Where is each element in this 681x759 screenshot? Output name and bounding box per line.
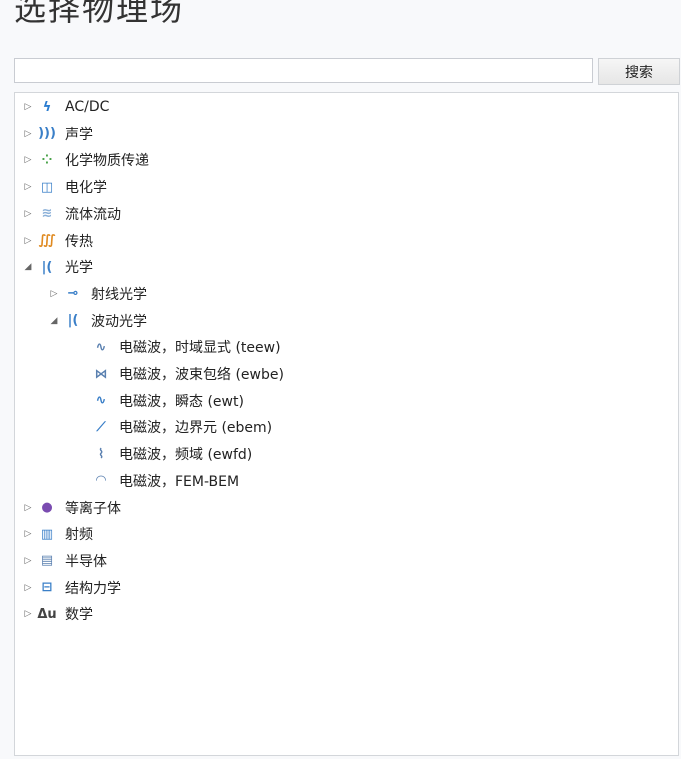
tree-item[interactable]: ▷ ◫ 电化学 [21, 175, 107, 199]
collapsed-arrow-icon[interactable]: ▷ [24, 582, 32, 593]
collapsed-arrow-icon[interactable]: ▷ [24, 102, 32, 112]
tree-item-label: 电磁波，时域显式 (teew) [119, 340, 281, 357]
math-icon: Δu [37, 606, 57, 622]
tree-item-label: 电磁波，瞬态 (ewt) [119, 393, 244, 410]
tree-item[interactable]: ◢ |( 波动光学 [47, 309, 147, 333]
tree-item-label: 电磁波，波束包络 (ewbe) [119, 367, 284, 383]
structural-icon: ⊟ [41, 580, 53, 596]
search-button[interactable]: 搜索 [598, 58, 680, 85]
collapsed-arrow-icon[interactable]: ▷ [24, 235, 32, 246]
boundary-element-icon: ⟋ [96, 419, 106, 435]
fem-bem-icon: ◠ [96, 473, 106, 489]
tree-item[interactable]: ▷ ∭ 传热 [21, 229, 93, 253]
tree-item-label: 传热 [65, 233, 93, 250]
tree-item[interactable]: ▷ Δu 数学 [21, 602, 93, 626]
wave-optics-icon: |( [67, 313, 79, 329]
expanded-arrow-icon[interactable]: ◢ [24, 262, 32, 273]
tree-item-label: 数学 [65, 607, 93, 624]
ray-optics-icon: ⊸ [67, 286, 79, 302]
tree-item[interactable]: ⟋ 电磁波，边界元 (ebem) [89, 415, 272, 439]
tree-item[interactable]: ▷ ▤ 半导体 [21, 549, 107, 573]
collapsed-arrow-icon[interactable]: ▷ [24, 128, 32, 139]
search-input[interactable] [14, 58, 593, 83]
tree-item-label: 电磁波，边界元 (ebem) [119, 420, 273, 437]
semiconductor-icon: ▤ [40, 553, 54, 569]
collapsed-arrow-icon[interactable]: ▷ [24, 502, 32, 513]
tree-item-label: 声学 [65, 126, 93, 143]
tree-item-label: AC/DC [65, 99, 110, 115]
tree-item-label: 电磁波，频域 (ewfd) [119, 447, 253, 464]
collapsed-arrow-icon[interactable]: ▷ [24, 208, 32, 219]
physics-tree: ▷ ϟ AC/DC ▷))) 声学 ▷ ⁘ 化学物质传递 ▷ ◫ 电化学 ▷ ≋ 流体流动 ▷ ∭ 传热 ◢ |( 光… [14, 92, 679, 756]
heat-icon: ∭ [38, 233, 56, 248]
lightning-icon: ϟ [42, 99, 52, 115]
tree-item-label: 波动光学 [91, 313, 147, 330]
collapsed-arrow-icon[interactable]: ▷ [50, 288, 58, 299]
expanded-arrow-icon[interactable]: ◢ [50, 315, 58, 326]
collapsed-arrow-icon[interactable]: ▷ [24, 529, 32, 540]
tree-item[interactable]: ▷ ⊟ 结构力学 [21, 576, 121, 600]
tree-item[interactable]: ◠ 电磁波，FEM-BEM [89, 469, 239, 493]
tree-item[interactable]: ⌇ 电磁波，频域 (ewfd) [89, 442, 252, 466]
tree-item-label: 流体流动 [65, 206, 121, 223]
collapsed-arrow-icon[interactable]: ▷ [24, 555, 32, 566]
fluid-flow-icon: ≋ [41, 206, 53, 222]
tree-item-label: 电化学 [65, 180, 107, 197]
time-explicit-icon: ∿ [95, 339, 107, 355]
tree-item-label: 光学 [65, 260, 93, 277]
tree-item-label: 结构力学 [65, 580, 121, 597]
transient-icon: ∿ [95, 393, 107, 409]
frequency-domain-icon: ⌇ [97, 446, 105, 462]
tree-item[interactable]: ◢ |( 光学 [21, 255, 93, 279]
beaker-icon: ◫ [40, 179, 54, 195]
optics-icon: |( [41, 259, 53, 275]
collapsed-arrow-icon[interactable]: ▷ [24, 609, 32, 620]
tree-item[interactable]: ▷ ⊸ 射线光学 [47, 282, 147, 306]
tree-item[interactable]: ∿ 电磁波，瞬态 (ewt) [89, 389, 244, 413]
tree-item[interactable]: ⋈ 电磁波，波束包络 (ewbe) [89, 362, 284, 386]
tree-item[interactable]: ▷ ● 等离子体 [21, 496, 121, 520]
tree-item-label: 等离子体 [65, 500, 121, 517]
beam-envelope-icon: ⋈ [94, 366, 108, 382]
tree-item[interactable]: ▷ ≋ 流体流动 [21, 202, 121, 226]
plasma-icon: ● [41, 500, 53, 515]
tree-item[interactable]: ▷ ϟ AC/DC [21, 95, 110, 119]
sound-wave-icon: ))) [38, 126, 56, 142]
collapsed-arrow-icon[interactable]: ▷ [24, 182, 32, 193]
molecules-icon: ⁘ [41, 152, 53, 168]
tree-item[interactable]: ∿ 电磁波，时域显式 (teew) [89, 335, 281, 359]
tree-item-label: 射线光学 [91, 286, 147, 303]
tree-item[interactable]: ▷ ⁘ 化学物质传递 [21, 148, 149, 172]
tree-item-label: 电磁波，FEM-BEM [119, 473, 240, 490]
tree-item[interactable]: ▷))) 声学 [21, 122, 93, 146]
tree-item-label: 化学物质传递 [65, 153, 149, 170]
tree-item-label: 半导体 [65, 553, 107, 570]
collapsed-arrow-icon[interactable]: ▷ [24, 155, 32, 166]
page-title: 选择物理场 [14, 0, 185, 28]
rf-icon: ▥ [40, 526, 54, 542]
tree-item-label: 射频 [65, 527, 93, 544]
tree-item[interactable]: ▷ ▥ 射频 [21, 522, 93, 546]
